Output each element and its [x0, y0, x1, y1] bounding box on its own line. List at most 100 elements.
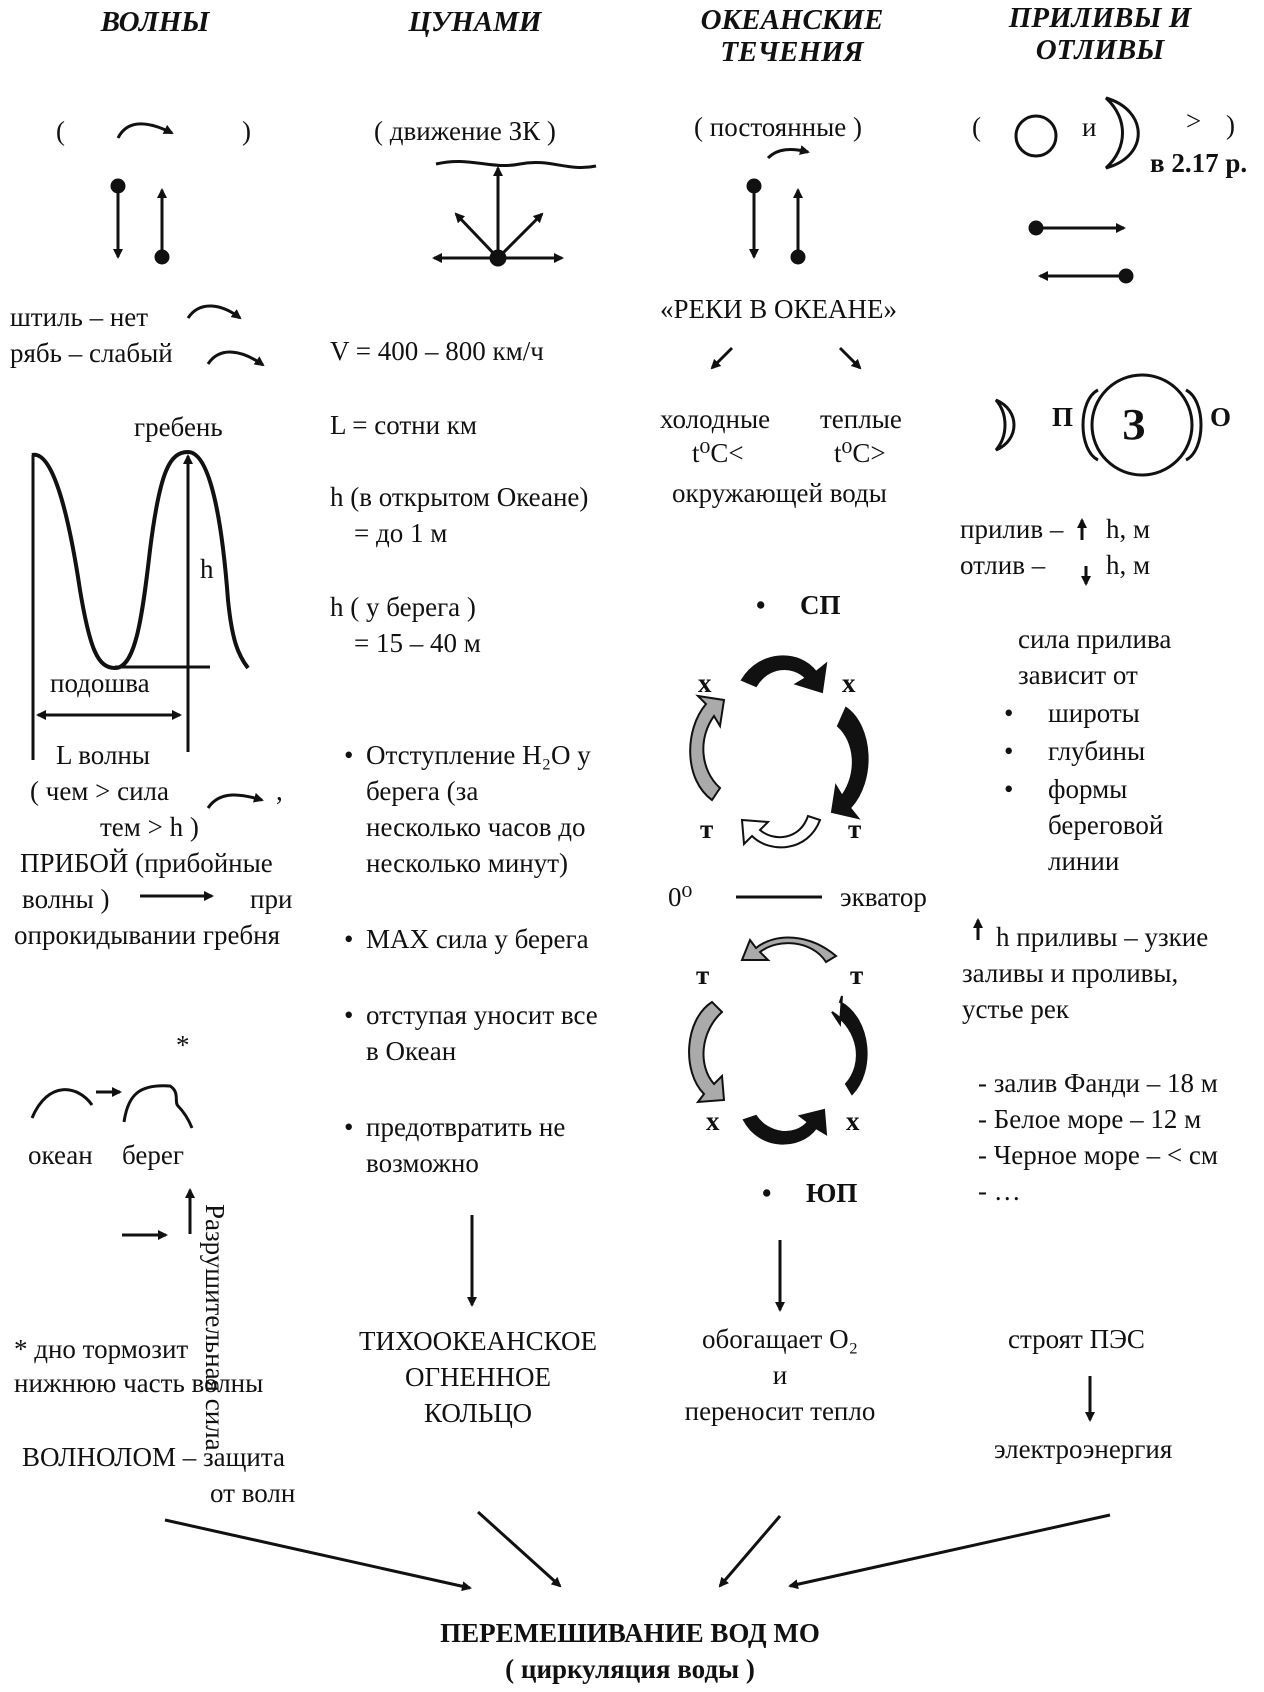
waves-surf-3: опрокидывании гребня: [14, 920, 281, 950]
tsunami-bullet-3-line: отступая уносит все: [366, 1000, 598, 1030]
currents-equator: экватор: [840, 882, 927, 912]
warm-mark: т: [850, 960, 864, 990]
currents-cold-temp: t⁰C<: [692, 438, 744, 468]
currents-south-pole: ЮП: [806, 1178, 858, 1208]
wave-profile: [31, 449, 250, 671]
tsunami-h-shore-1: h ( у берега ): [330, 592, 476, 622]
tides-o: О: [1210, 402, 1232, 432]
tsunami-result-line: ТИХООКЕАНСКОЕ: [359, 1326, 597, 1356]
tsunami-bullet-dot: •: [344, 740, 354, 770]
tsunami-bullet-3-line: в Океан: [366, 1036, 457, 1066]
cold-mark: х: [706, 1106, 720, 1136]
cold-arrow: [710, 346, 734, 370]
header-currents: ОКЕАНСКИЕ ТЕЧЕНИЯ: [700, 4, 884, 69]
currents-warm-temp: t⁰C>: [834, 438, 886, 468]
waves-calm: штиль – нет: [10, 302, 149, 332]
converge-arrow: [788, 1513, 1111, 1590]
tides-paren-open: (: [972, 112, 981, 142]
wind-arrow-icon: [206, 350, 265, 367]
tides-ref: в 2.17 р.: [1150, 148, 1248, 178]
converge-arrow: [718, 1515, 782, 1588]
waves-star: *: [176, 1030, 190, 1060]
tides-earth-label: З: [1122, 400, 1146, 449]
tides-ebb: отлив –: [960, 550, 1046, 580]
waves-surf-2: волны ): [22, 884, 110, 914]
tides-flood-unit: h, м: [1106, 514, 1151, 544]
currents-result-line: переносит тепло: [684, 1396, 876, 1426]
footer-title: ПЕРЕМЕШИВАНИЕ ВОД МО: [440, 1618, 820, 1648]
circulation-arrow-north-left: [689, 694, 726, 802]
tides-paren-close: ): [1226, 110, 1235, 140]
tsunami-bullet-1-line: несколько минут): [366, 848, 569, 878]
tsunami-bullet-2: MAX сила у берега: [366, 924, 589, 954]
header-tsunami: ЦУНАМИ: [408, 6, 542, 38]
warm-mark: т: [696, 960, 710, 990]
ocean-wave-icon: [30, 1088, 94, 1119]
tsunami-cause: ( движение ЗК ): [374, 116, 556, 146]
tides-example: - залив Фанди – 18 м: [978, 1068, 1218, 1098]
currents-surrounding: окружающей воды: [672, 478, 887, 508]
tides-example: - Белое море – 12 м: [978, 1104, 1202, 1134]
tsunami-bullet-1-line: берега (за: [366, 776, 479, 806]
circulation-arrow-north-right: [830, 706, 869, 820]
tides-flood: прилив –: [960, 514, 1064, 544]
tsunami-bullet-dot: •: [344, 1000, 354, 1030]
tides-p: П: [1052, 402, 1074, 432]
currents-result-line: обогащает O₂: [701, 1324, 858, 1354]
warm-mark: т: [700, 814, 714, 844]
waves-note-1: * дно тормозит: [14, 1334, 189, 1364]
waves-rule-2: тем > h ): [100, 812, 199, 842]
earth-icon: [1090, 373, 1194, 477]
breaking-wave-icon: [122, 1084, 194, 1129]
north-pole-dot: •: [756, 590, 766, 620]
tsunami-h-open-1: h (в открытом Океане): [330, 482, 589, 512]
header-waves: ВОЛНЫ: [100, 6, 210, 38]
currents-warm: теплые: [820, 404, 902, 434]
crust-surface: [435, 160, 597, 170]
circulation-arrow-north-bottom: [740, 814, 822, 849]
waves-paren-close: ): [242, 116, 251, 146]
cold-mark: х: [698, 668, 712, 698]
waves-shore: берег: [122, 1140, 184, 1170]
tides-factor: береговой: [1048, 810, 1164, 840]
tsunami-arrow: [496, 212, 544, 260]
tides-force-2: зависит от: [1018, 660, 1138, 690]
current-arrow-icon: [766, 145, 810, 160]
circulation-arrow-south-right: [831, 995, 868, 1096]
currents-result-line: и: [772, 1360, 788, 1390]
waves-note-2: нижнюю часть волны: [14, 1368, 264, 1398]
waves-surf-1: ПРИБОЙ (прибойные: [20, 848, 273, 878]
warm-mark: т: [848, 814, 862, 844]
tsunami-h-open-2: = до 1 м: [354, 518, 448, 548]
tides-and: и: [1082, 112, 1097, 142]
tsunami-speed: V = 400 – 800 км/ч: [330, 336, 544, 366]
moon-icon: [1104, 96, 1140, 170]
tides-factor: глубины: [1048, 736, 1146, 766]
sun-icon: [1014, 114, 1058, 158]
tides-energy: электроэнергия: [994, 1434, 1173, 1464]
wind-arrow-icon: [206, 792, 264, 809]
currents-type: ( постоянные ): [694, 112, 862, 142]
footer-subtitle: ( циркуляция воды ): [505, 1654, 755, 1684]
tsunami-bullet-4-line: возможно: [366, 1148, 479, 1178]
header-tides: ПРИЛИВЫ И ОТЛИВЫ: [1008, 2, 1192, 67]
tides-example: - …: [978, 1176, 1021, 1206]
tides-use: строят ПЭС: [1008, 1324, 1145, 1354]
waves-trough: подошва: [50, 668, 150, 698]
tsunami-result-line: ОГНЕННОЕ: [404, 1362, 552, 1392]
circulation-arrow-south-left: [688, 1000, 726, 1104]
circulation-arrow-south-bottom: [742, 1108, 828, 1145]
tides-factor: линии: [1048, 846, 1120, 876]
currents-rivers: «РЕКИ В ОКЕАНЕ»: [660, 294, 898, 324]
cold-mark: х: [846, 1106, 860, 1136]
waves-length: L волны: [56, 740, 151, 770]
waves-surf-when: при: [250, 884, 293, 914]
tides-high-3: устье рек: [962, 994, 1069, 1024]
waves-ripple: рябь – слабый: [10, 338, 173, 368]
waves-height: h: [200, 554, 214, 584]
currents-zero: 0⁰: [668, 882, 693, 912]
waves-crest: гребень: [134, 412, 223, 442]
waves-breakwater-1: ВОЛНОЛОМ – защита: [22, 1442, 285, 1472]
tides-factor: формы: [1048, 774, 1128, 804]
